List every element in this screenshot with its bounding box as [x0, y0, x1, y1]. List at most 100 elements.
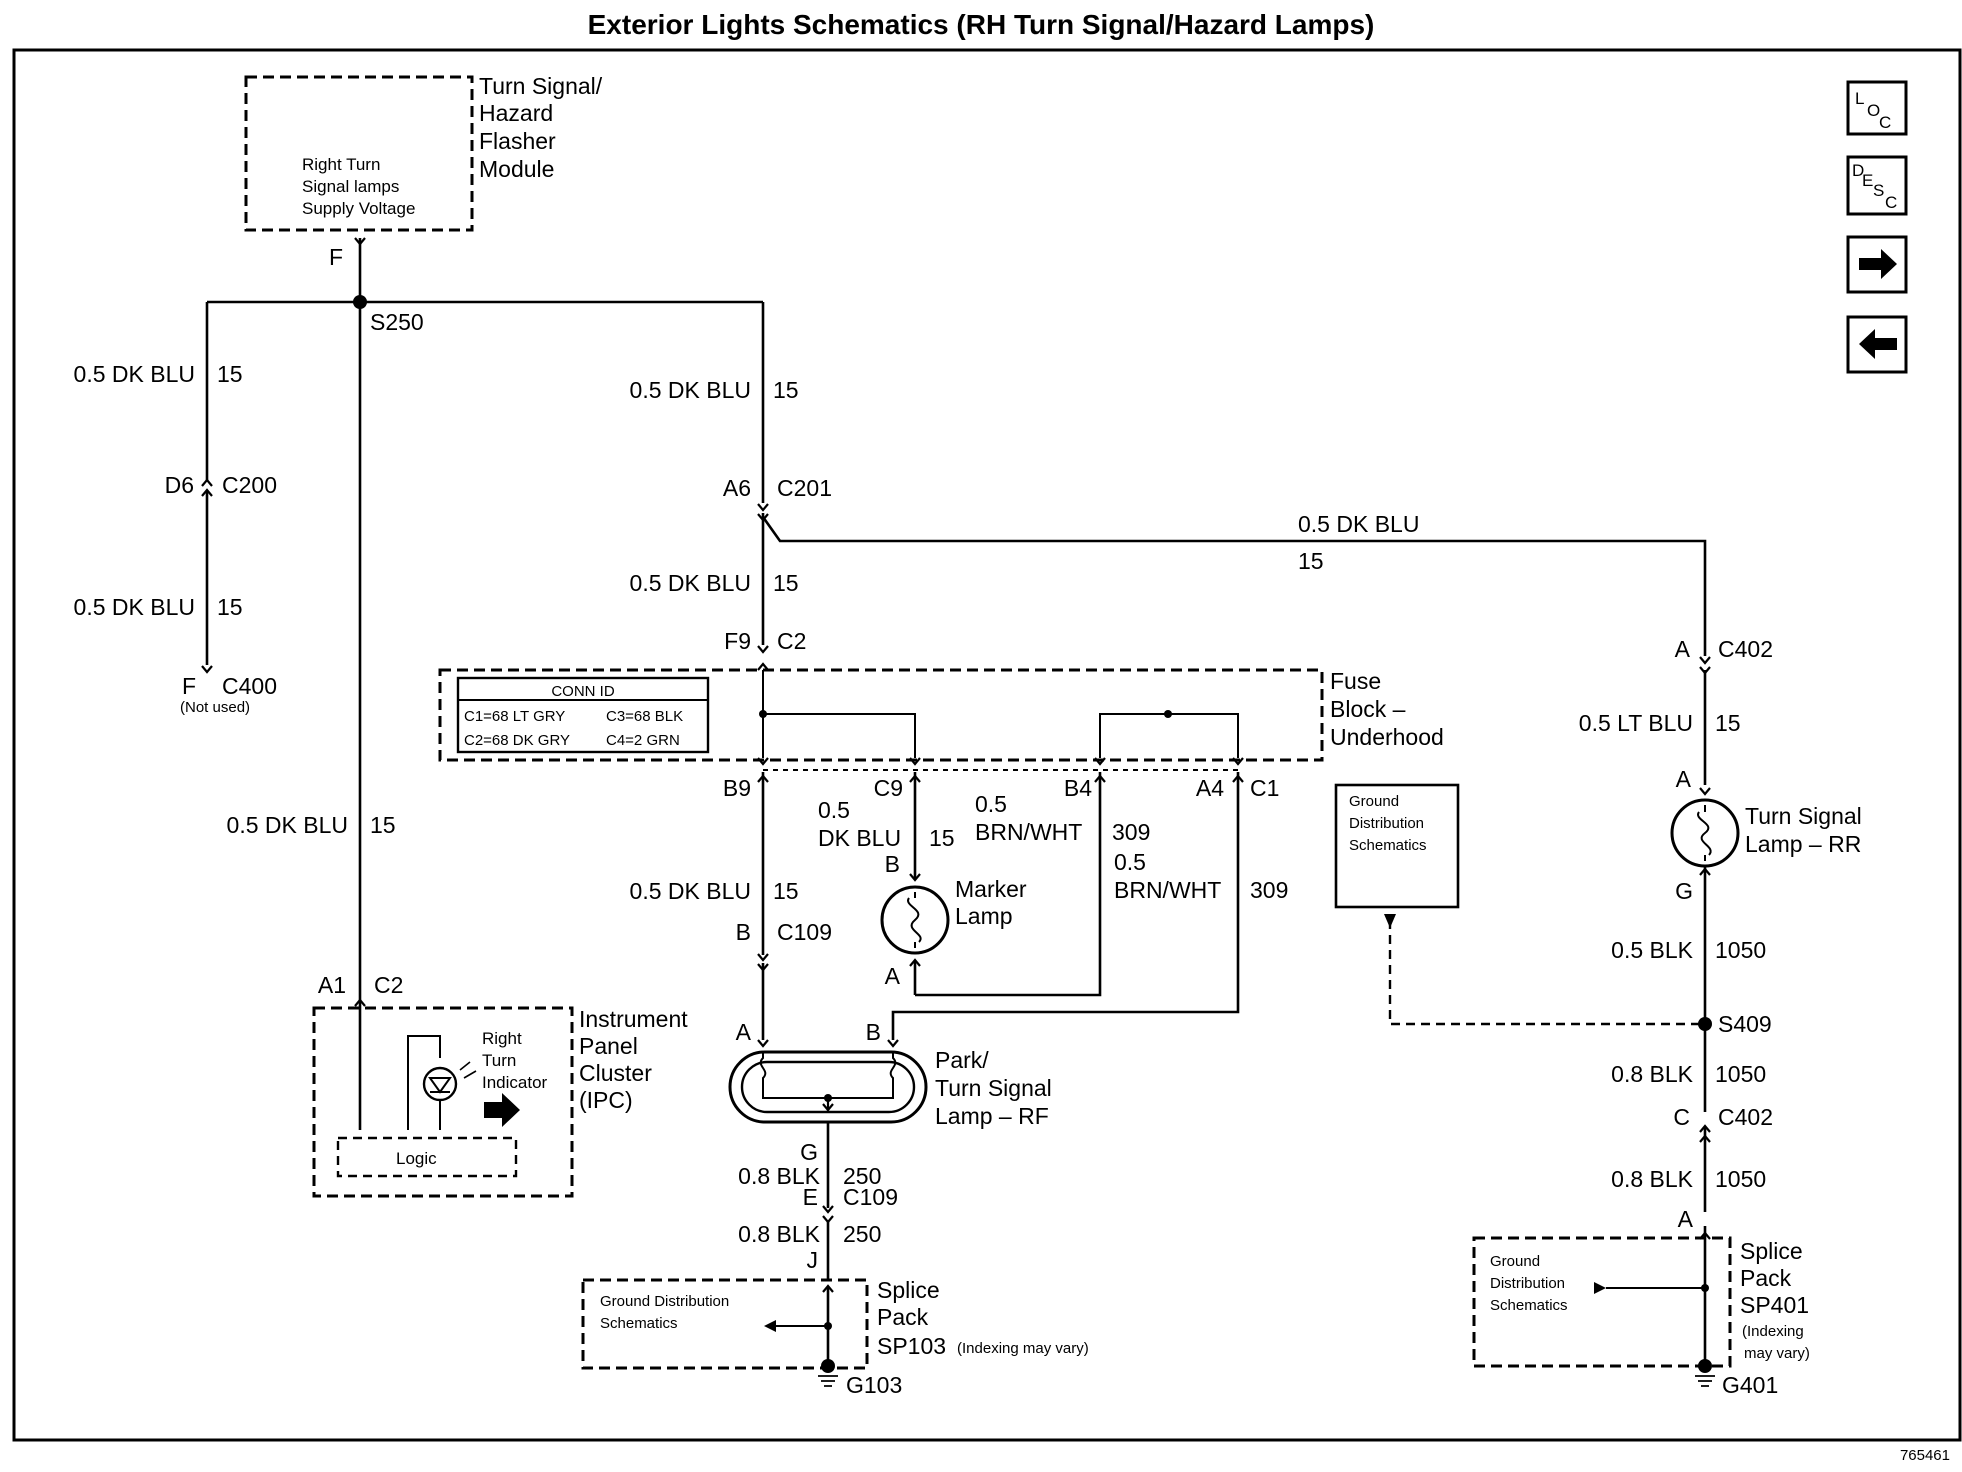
- svg-text:L: L: [1855, 89, 1864, 108]
- svg-text:Supply Voltage: Supply Voltage: [302, 199, 415, 218]
- down-triangle-icon: [1384, 914, 1396, 928]
- desc-icon[interactable]: D E S C: [1846, 155, 1908, 216]
- svg-text:SP401: SP401: [1740, 1292, 1809, 1318]
- svg-text:F9: F9: [724, 628, 751, 654]
- loc-icon[interactable]: L O C: [1846, 80, 1908, 136]
- splice-s250-label: S250: [370, 309, 424, 335]
- svg-text:15: 15: [773, 570, 799, 596]
- svg-text:BRN/WHT: BRN/WHT: [975, 819, 1082, 845]
- marker-lamp: B A Marker Lamp: [880, 851, 1027, 989]
- svg-text:C109: C109: [777, 919, 832, 945]
- svg-text:Lamp – RF: Lamp – RF: [935, 1103, 1049, 1129]
- connector-c109-top: B C109: [736, 919, 832, 972]
- svg-text:D6: D6: [165, 472, 194, 498]
- wire-labels: 0.5 DK BLU 15 0.5 DK BLU 15 0.5 DK BLU 1…: [74, 361, 1767, 1247]
- svg-text:CONN ID: CONN ID: [551, 683, 615, 700]
- svg-text:G103: G103: [846, 1372, 902, 1398]
- svg-text:C4=2 GRN: C4=2 GRN: [606, 732, 680, 749]
- connector-c402-bottom: C C402: [1673, 1104, 1773, 1144]
- svg-text:Pack: Pack: [877, 1304, 929, 1330]
- svg-text:0.5 DK BLU: 0.5 DK BLU: [1298, 511, 1419, 537]
- svg-text:C: C: [1673, 1104, 1690, 1130]
- svg-text:Hazard: Hazard: [479, 100, 553, 126]
- svg-text:Logic: Logic: [396, 1149, 437, 1168]
- svg-text:A: A: [1675, 636, 1691, 662]
- svg-text:15: 15: [217, 361, 243, 387]
- svg-text:0.5 DK BLU: 0.5 DK BLU: [630, 377, 751, 403]
- diagram-frame: [12, 48, 1962, 1442]
- svg-text:Fuse: Fuse: [1330, 668, 1381, 694]
- svg-text:250: 250: [843, 1221, 881, 1247]
- svg-text:Indicator: Indicator: [482, 1073, 548, 1092]
- svg-text:B: B: [736, 919, 751, 945]
- svg-text:Turn: Turn: [482, 1051, 516, 1070]
- svg-text:B: B: [885, 851, 900, 877]
- splice-pack-sp401: Ground Distribution Schematics Splice Pa…: [1472, 1236, 1810, 1398]
- svg-text:A: A: [736, 1019, 752, 1045]
- splice-pack-sp103: Ground Distribution Schematics Splice Pa…: [581, 1277, 1089, 1398]
- svg-text:A6: A6: [723, 475, 751, 501]
- svg-text:0.5 DK BLU: 0.5 DK BLU: [74, 594, 195, 620]
- connector-c400: F C400 (Not used): [180, 664, 277, 716]
- next-arrow-icon[interactable]: [1846, 235, 1908, 294]
- connector-sp103-pin: J: [807, 1247, 835, 1294]
- svg-text:15: 15: [1298, 548, 1324, 574]
- wire-network: [205, 238, 1707, 1366]
- figure-number: 765461: [1900, 1447, 1950, 1464]
- conn-id-table: CONN ID C1=68 LT GRY C3=68 BLK C2=68 DK …: [456, 676, 710, 754]
- park-turn-signal-lamp-rf: A B Park/ Turn Signal Lamp – RF: [728, 1019, 1052, 1129]
- svg-text:309: 309: [1250, 877, 1288, 903]
- svg-text:BRN/WHT: BRN/WHT: [1114, 877, 1221, 903]
- svg-text:0.5 DK BLU: 0.5 DK BLU: [74, 361, 195, 387]
- splice-s409-dot: [1698, 1017, 1712, 1031]
- flasher-pin-label: F: [329, 244, 343, 270]
- svg-text:C200: C200: [222, 472, 277, 498]
- flasher-module: Right Turn Signal lamps Supply Voltage T…: [244, 73, 603, 270]
- svg-text:C2: C2: [777, 628, 806, 654]
- svg-text:Turn Signal: Turn Signal: [1745, 803, 1862, 829]
- prev-arrow-icon[interactable]: [1846, 315, 1908, 374]
- svg-text:C: C: [1885, 193, 1897, 212]
- ground-symbol-icon: [1695, 1375, 1715, 1387]
- svg-text:O: O: [1867, 101, 1880, 120]
- svg-text:G: G: [1675, 878, 1693, 904]
- svg-text:0.5 DK BLU: 0.5 DK BLU: [227, 812, 348, 838]
- svg-text:Underhood: Underhood: [1330, 724, 1444, 750]
- svg-text:15: 15: [217, 594, 243, 620]
- svg-text:C400: C400: [222, 673, 277, 699]
- svg-text:E: E: [803, 1184, 818, 1210]
- svg-text:Block –: Block –: [1330, 696, 1406, 722]
- connector-c402-top: A C402: [1675, 636, 1773, 675]
- svg-text:0.5 DK BLU: 0.5 DK BLU: [630, 570, 751, 596]
- connector-c2-fuse: F9 C2: [724, 628, 806, 672]
- svg-text:DK BLU: DK BLU: [818, 825, 901, 851]
- svg-text:Ground: Ground: [1490, 1253, 1540, 1270]
- svg-text:0.5 DK BLU: 0.5 DK BLU: [630, 878, 751, 904]
- svg-text:C3=68 BLK: C3=68 BLK: [606, 708, 683, 725]
- svg-text:S: S: [1873, 181, 1884, 200]
- svg-text:C: C: [1879, 113, 1891, 132]
- svg-text:Ground Distribution: Ground Distribution: [600, 1293, 729, 1310]
- ground-distribution-reference[interactable]: Ground Distribution Schematics: [1334, 783, 1460, 928]
- svg-text:C402: C402: [1718, 1104, 1773, 1130]
- svg-text:A: A: [885, 963, 901, 989]
- svg-text:A4: A4: [1196, 775, 1224, 801]
- svg-text:Turn Signal/: Turn Signal/: [479, 73, 603, 99]
- svg-text:D: D: [1852, 161, 1864, 180]
- svg-text:F: F: [182, 673, 196, 699]
- svg-text:15: 15: [773, 878, 799, 904]
- svg-text:0.8 BLK: 0.8 BLK: [1611, 1061, 1693, 1087]
- svg-text:C1: C1: [1250, 775, 1279, 801]
- diagram-title: Exterior Lights Schematics (RH Turn Sign…: [588, 9, 1375, 40]
- svg-text:C2=68 DK GRY: C2=68 DK GRY: [464, 732, 570, 749]
- svg-text:Lamp – RR: Lamp – RR: [1745, 831, 1861, 857]
- svg-text:Park/: Park/: [935, 1047, 989, 1073]
- svg-text:B: B: [866, 1019, 881, 1045]
- svg-text:Distribution: Distribution: [1349, 815, 1424, 832]
- svg-text:Signal lamps: Signal lamps: [302, 177, 399, 196]
- svg-text:B9: B9: [723, 775, 751, 801]
- turn-signal-lamp-rr: A G Turn Signal Lamp – RR: [1670, 766, 1862, 904]
- svg-text:Lamp: Lamp: [955, 903, 1013, 929]
- svg-text:0.5 LT BLU: 0.5 LT BLU: [1579, 710, 1693, 736]
- svg-text:Pack: Pack: [1740, 1265, 1792, 1291]
